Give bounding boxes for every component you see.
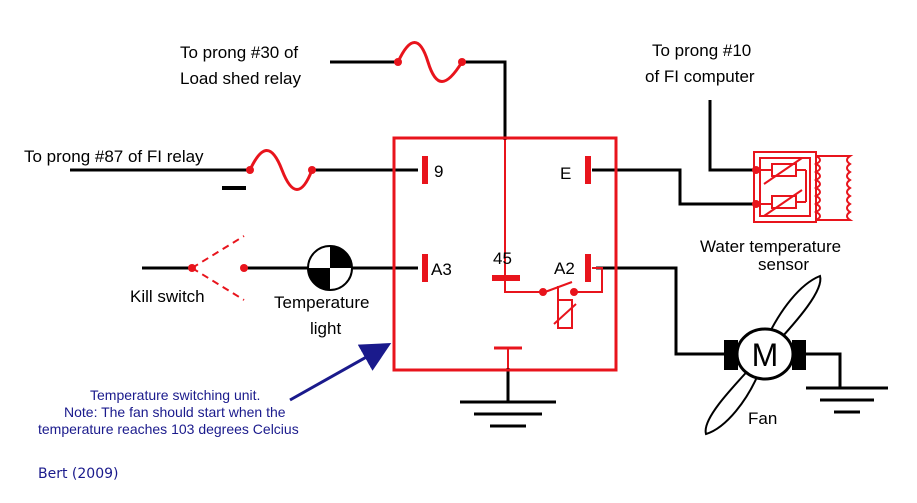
water-temperature-sensor-icon <box>752 151 854 223</box>
pin-45-label: 45 <box>493 249 512 268</box>
wires <box>70 60 842 402</box>
note-line-1: Temperature switching unit. <box>90 387 260 403</box>
unit-ground-icon <box>460 400 556 428</box>
kill-switch-icon <box>188 235 248 301</box>
fuse-load-shed-icon <box>394 41 466 83</box>
fi-computer-label-2: of FI computer <box>645 67 755 86</box>
temperature-switching-unit <box>392 136 618 372</box>
note-line-2: Note: The fan should start when the <box>64 404 286 420</box>
fan-icon <box>704 274 822 436</box>
load-shed-label-2: Load shed relay <box>180 69 301 88</box>
wire-load-shed <box>330 60 507 140</box>
pin-a3-label: A3 <box>431 260 452 279</box>
credit-label: Bert (2009) <box>38 466 118 482</box>
kill-switch-label: Kill switch <box>130 287 205 306</box>
fuse-fi-relay-icon <box>246 149 316 191</box>
pin-9-label: 9 <box>434 162 443 181</box>
wire-a2-fan <box>596 266 724 356</box>
note-arrow-icon <box>289 343 392 402</box>
thermal-switch-icon <box>504 140 603 329</box>
wire-e-sensor <box>592 168 756 206</box>
temp-light-label-1: Temperature <box>274 293 369 312</box>
fan-ground-icon <box>806 386 888 414</box>
load-shed-label-1: To prong #30 of <box>180 43 298 62</box>
temperature-light-icon <box>307 245 353 291</box>
motor-label: M <box>752 337 779 373</box>
wire-motor-ground <box>805 352 842 388</box>
water-sensor-label-1: Water temperature <box>700 237 841 256</box>
pin-e-label: E <box>560 164 571 183</box>
fi-computer-label-1: To prong #10 <box>652 41 751 60</box>
wire-fi-computer <box>708 100 756 172</box>
water-sensor-label-2: sensor <box>758 255 809 274</box>
ground-symbols <box>460 386 888 428</box>
fi-relay-label: To prong #87 of FI relay <box>24 147 204 166</box>
fan-label: Fan <box>748 409 777 428</box>
note-line-3: temperature reaches 103 degrees Celcius <box>38 421 299 437</box>
temp-light-label-2: light <box>310 319 341 338</box>
pin-a2-label: A2 <box>554 259 575 278</box>
